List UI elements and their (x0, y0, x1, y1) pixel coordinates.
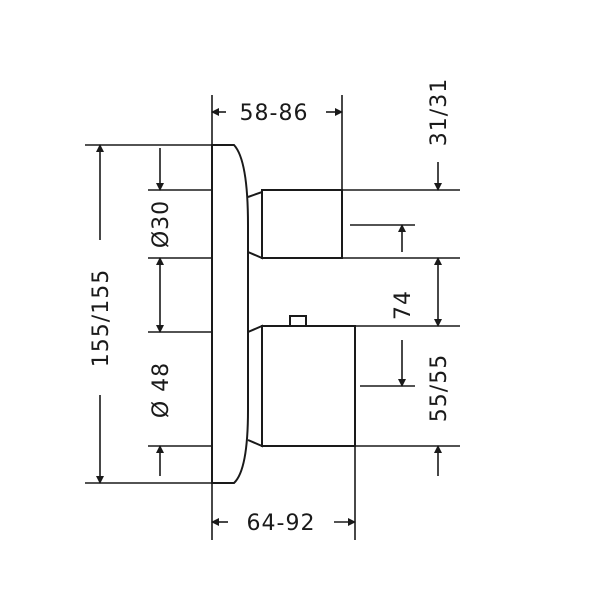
dim-upper-diameter: Ø30 (149, 148, 174, 280)
dim-upper-offset: 31/31 (427, 78, 452, 191)
wall-plate (211, 144, 249, 484)
dim-spacing: 74 (391, 224, 442, 387)
dim-lower-diameter: Ø 48 (149, 280, 174, 476)
dim-spacing-label: 74 (391, 290, 416, 320)
dim-top-width: 58-86 (211, 101, 343, 126)
upper-handle (247, 189, 343, 260)
dim-lower-offset-label: 55/55 (427, 354, 452, 422)
dim-upper-diameter-label: Ø30 (149, 200, 174, 248)
dim-top-width-label: 58-86 (240, 101, 309, 126)
dim-upper-offset-label: 31/31 (427, 78, 452, 146)
dim-lower-diameter-label: Ø 48 (149, 362, 174, 418)
dim-bottom-width: 64-92 (211, 511, 356, 536)
safety-stop-button (289, 315, 307, 327)
lower-handle (247, 315, 356, 448)
dim-total-height: 155/155 (89, 144, 114, 484)
dim-total-height-label: 155/155 (89, 269, 114, 367)
dim-lower-offset: 55/55 (427, 354, 452, 476)
dim-bottom-width-label: 64-92 (247, 511, 316, 536)
mixer-body (211, 144, 356, 484)
